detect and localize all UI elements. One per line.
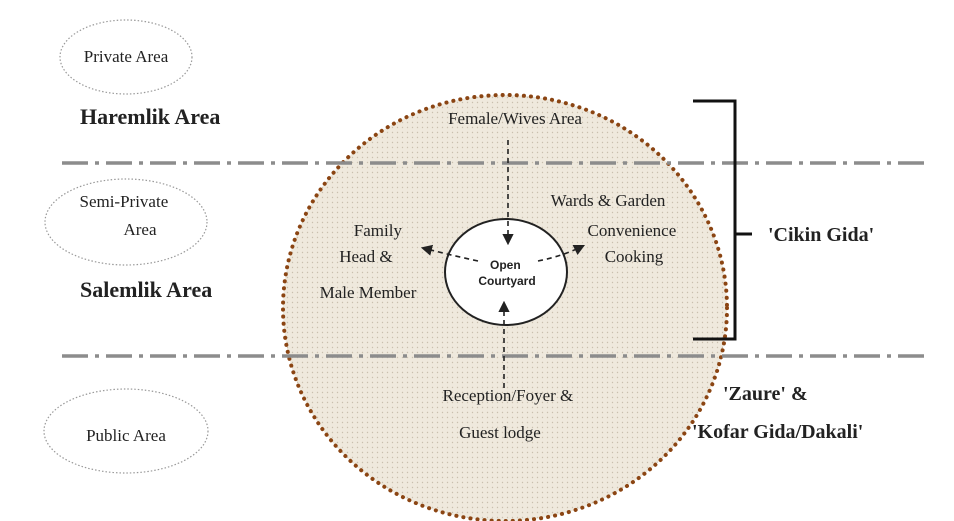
family-head-label: Family Head & Male Member <box>320 221 417 302</box>
public-area-label: Public Area <box>86 426 166 445</box>
kofar-gida-label: 'Kofar Gida/Dakali' <box>692 421 863 443</box>
open-courtyard-ellipse <box>444 218 568 326</box>
convenience-cooking-label: Convenience Cooking <box>588 221 681 266</box>
salemlik-area-heading: Salemlik Area <box>80 277 212 302</box>
public-area-ellipse <box>43 388 209 474</box>
arrow-to-convenience <box>537 244 586 262</box>
semi-private-area-ellipse <box>44 178 208 266</box>
wards-garden-label: Wards & Garden <box>551 191 666 210</box>
zaure-label: 'Zaure' & <box>723 383 808 405</box>
reception-foyer-label: Reception/Foyer & Guest lodge <box>442 386 577 442</box>
female-wives-area-label: Female/Wives Area <box>448 109 582 128</box>
private-area-label: Private Area <box>84 47 169 66</box>
open-courtyard-label: Open Courtyard <box>478 258 535 288</box>
cikin-gida-bracket <box>693 99 752 341</box>
arrow-to-family-head <box>420 244 479 262</box>
haremlik-area-heading: Haremlik Area <box>80 104 220 129</box>
cikin-gida-label: 'Cikin Gida' <box>768 224 874 246</box>
private-area-ellipse <box>59 19 193 95</box>
semi-private-area-label: Semi-Private Area <box>79 192 172 239</box>
